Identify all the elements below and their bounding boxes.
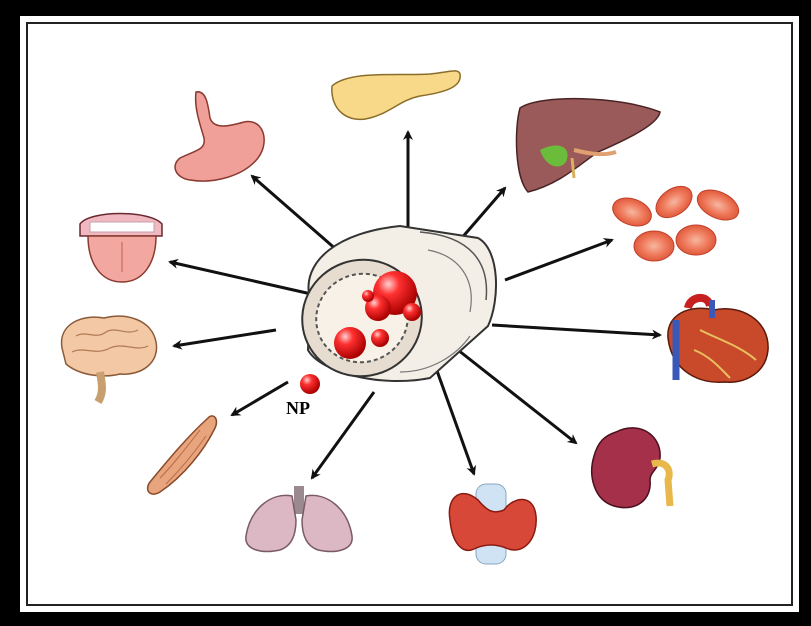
tongue-icon (80, 214, 162, 283)
np-label: NP (286, 398, 310, 419)
nanoparticle-icon (334, 327, 366, 359)
red-blood-cells-icon (609, 180, 744, 261)
lungs-icon (246, 486, 352, 551)
brain-icon (62, 316, 157, 402)
arrow-to-tongue (170, 262, 320, 296)
arrow-to-thyroid (436, 368, 474, 474)
nanoparticle-icon (362, 290, 374, 302)
arrow-to-kidney (458, 350, 576, 443)
arrow-to-heart (492, 325, 660, 335)
blood-vessel-icon (286, 226, 496, 393)
thyroid-icon (449, 484, 536, 564)
nanoparticle-icon (371, 329, 389, 347)
arrow-to-brain (174, 330, 276, 346)
arrow-to-rbc (505, 240, 612, 280)
arrow-to-stomach (252, 176, 346, 258)
stomach-icon (175, 92, 264, 181)
arrow-to-muscle (232, 382, 288, 415)
kidney-icon (592, 428, 670, 508)
arrow-to-liver (460, 188, 505, 240)
heart-icon (668, 298, 768, 382)
pancreas-icon (332, 71, 460, 120)
liver-icon (516, 99, 660, 192)
np-particle-icon (300, 374, 320, 394)
muscle-icon (148, 416, 217, 494)
nanoparticle-icon (403, 303, 421, 321)
arrow-to-lungs (312, 392, 374, 478)
